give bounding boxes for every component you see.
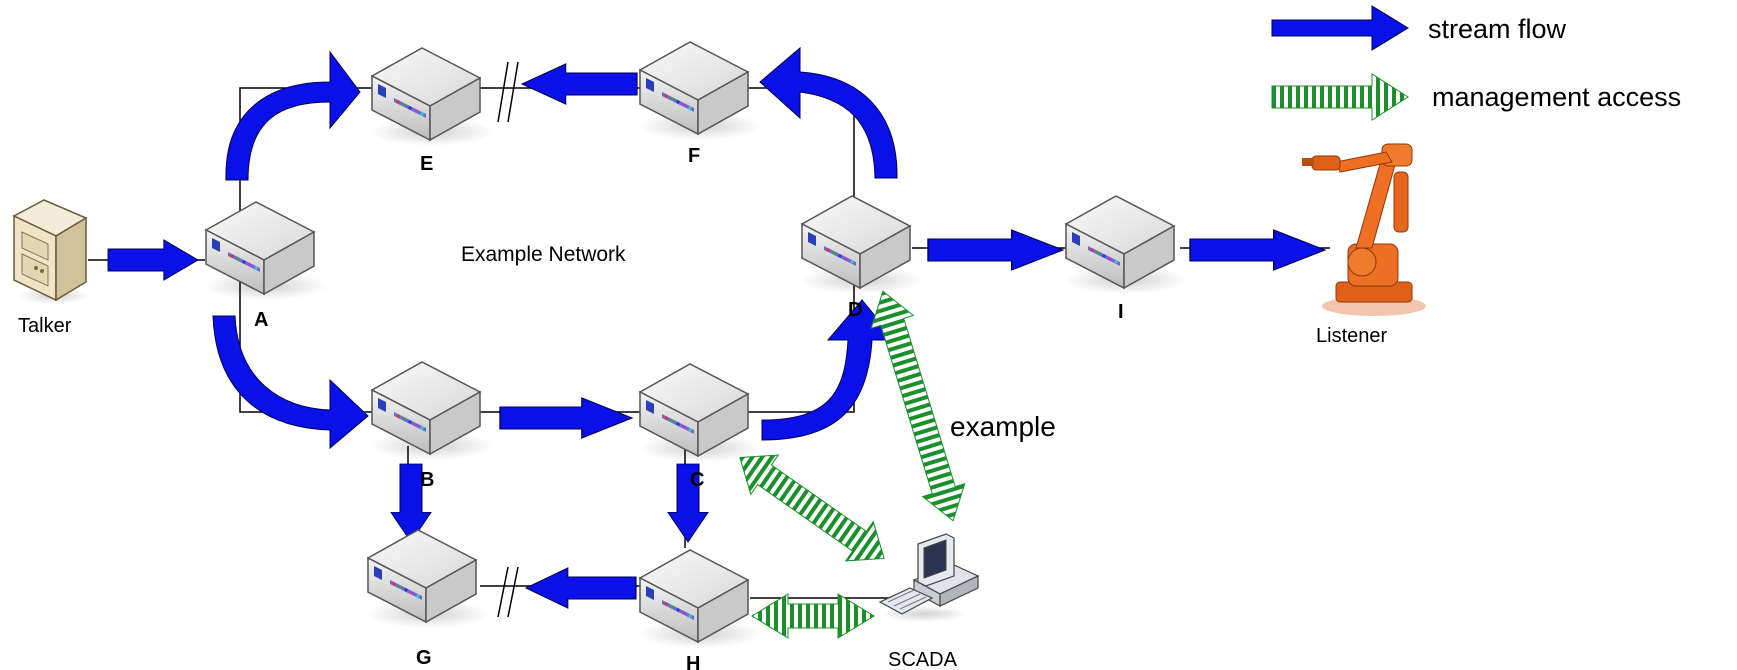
switch-D [799, 195, 925, 295]
ring-links [88, 87, 1330, 599]
node-label-G: G [416, 647, 432, 669]
straight-stream-arrows [107, 63, 1326, 609]
node-label-B: B [420, 469, 434, 491]
switch-H [637, 549, 763, 649]
node-label-F: F [688, 145, 700, 167]
switch-E [369, 47, 495, 147]
legend-stream-flow-swatch [1271, 5, 1409, 51]
server-tower-icon [12, 199, 90, 304]
scada-label: SCADA [888, 649, 958, 670]
legend: stream flow management access [1271, 5, 1681, 121]
node-label-E: E [420, 153, 433, 175]
management-access-arrows [739, 290, 966, 639]
talker-label: Talker [18, 315, 72, 337]
node-label-I: I [1118, 301, 1124, 323]
switch-G [365, 529, 491, 629]
diagram-title: Example Network [461, 243, 626, 266]
legend-management-swatch [1271, 73, 1409, 121]
annotation-example: example [950, 411, 1056, 442]
link-break-marks [497, 61, 519, 618]
legend-management-label: management access [1432, 82, 1681, 112]
listener-label: Listener [1316, 325, 1387, 347]
switch-A [203, 201, 329, 301]
node-label-D: D [848, 299, 862, 321]
legend-stream-flow-label: stream flow [1428, 14, 1567, 44]
switch-I [1063, 195, 1189, 295]
node-label-A: A [254, 309, 268, 331]
switch-F [637, 41, 763, 141]
industrial-robot-icon [1302, 143, 1426, 316]
switch-C [637, 363, 763, 463]
desktop-computer-icon [878, 533, 980, 622]
node-label-C: C [690, 469, 704, 491]
switch-B [369, 361, 495, 461]
node-label-H: H [686, 653, 700, 670]
